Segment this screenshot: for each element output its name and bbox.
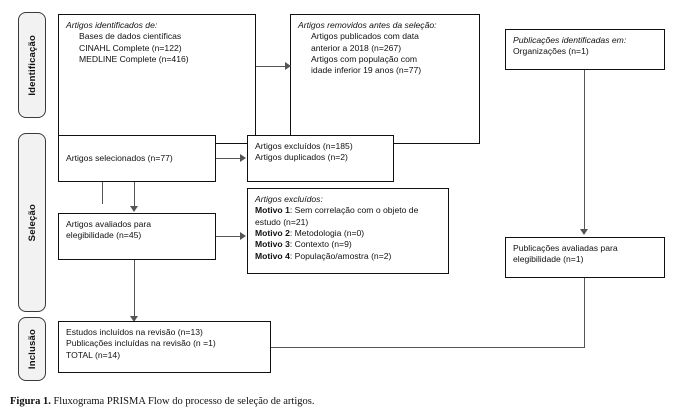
figure-caption-label: Figura 1.: [10, 396, 51, 407]
box-articles-screened: Artigos selecionados (n=77): [58, 135, 216, 182]
reason-2-text: : Metodologia (n=0): [289, 228, 365, 239]
eligibility-line-2: elegibilidade (n=45): [66, 230, 142, 241]
excluded-reason-2: Motivo 2: Metodologia (n=0): [255, 228, 441, 239]
reason-3-text: : Contexto (n=9): [289, 239, 352, 250]
excluded-reasons-title: Artigos excluídos:: [255, 194, 323, 204]
removed-line-4: idade inferior 19 anos (n=77): [311, 65, 422, 76]
box-articles-identified: Artigos identificados de: Bases de dados…: [58, 14, 256, 144]
stage-label-inclusao: Inclusão: [26, 328, 38, 370]
identified-line-1: Bases de dados científicas: [79, 31, 182, 42]
figure-caption-text: Fluxograma PRISMA Flow do processo de se…: [50, 396, 315, 407]
reason-1-label: Motivo 1: [255, 205, 290, 216]
reason-4-label: Motivo 4: [255, 250, 290, 261]
connector-eligibility-to-included: [134, 260, 136, 318]
arrowhead-identified-to-removed: [285, 62, 291, 70]
included-line-3: TOTAL (n=14): [66, 349, 121, 360]
arrowhead-screened-to-excluded: [240, 154, 246, 162]
stage-band-inclusao: Inclusão: [18, 317, 46, 381]
figure-caption: Figura 1. Fluxograma PRISMA Flow do proc…: [10, 396, 314, 407]
box-publications-identified: Publicações identificadas em: Organizaçõ…: [505, 29, 665, 70]
pub-identified-title: Publicações identificadas em:: [513, 35, 627, 45]
identified-line-2: CINAHL Complete (n=122): [79, 42, 182, 53]
pub-eligibility-line-2: elegibilidade (n=1): [513, 254, 584, 265]
removed-line-1: Artigos publicados com data: [311, 31, 419, 42]
excluded-reason-3: Motivo 3: Contexto (n=9): [255, 239, 441, 250]
connector-eligibility-to-reasons: [216, 236, 242, 238]
excluded-reason-1-cont: estudo (n=21): [255, 216, 309, 227]
stage-label-identificacao: Identificação: [26, 34, 38, 96]
arrowhead-eligibility-to-reasons: [240, 232, 246, 240]
box-articles-eligibility: Artigos avaliados para elegibilidade (n=…: [58, 213, 216, 260]
reason-3-label: Motivo 3: [255, 239, 290, 250]
included-line-1: Estudos incluídos na revisão (n=13): [66, 327, 203, 337]
eligibility-line-1: Artigos avaliados para: [66, 219, 152, 229]
reason-2-label: Motivo 2: [255, 228, 290, 239]
removed-line-3: Artigos com população com: [311, 54, 418, 65]
included-line-2: Publicações incluídas na revisão (n =1): [66, 338, 216, 349]
connector-screened-to-eligibility: [134, 182, 136, 208]
box-publications-eligibility: Publicações avaliadas para elegibilidade…: [505, 237, 665, 278]
stage-label-selecao: Seleção: [26, 203, 38, 242]
pub-identified-line-1: Organizações (n=1): [513, 46, 589, 57]
box-articles-removed: Artigos removidos antes da seleção: Arti…: [290, 14, 480, 144]
removed-line-2: anterior a 2018 (n=267): [311, 42, 402, 53]
excluded-reason-1: Motivo 1: Sem correlação com o objeto de: [255, 205, 441, 216]
stage-band-identificacao: Identificação: [18, 12, 46, 118]
removed-title: Artigos removidos antes da seleção:: [298, 20, 437, 30]
connector-screened-to-excluded: [216, 158, 242, 160]
connector-pub-identified-to-pub-eligibility: [584, 70, 586, 230]
connector-pub-eligibility-to-included: [271, 347, 585, 349]
arrowhead-eligibility-to-included: [130, 316, 138, 322]
reason-4-text: : População/amostra (n=2): [289, 250, 392, 261]
screened-line-1: Artigos selecionados (n=77): [66, 152, 173, 163]
excluded-reason-4: Motivo 4: População/amostra (n=2): [255, 251, 441, 262]
arrowhead-screened-to-eligibility: [130, 206, 138, 212]
connector-stub-under-screened: [102, 182, 104, 204]
connector-identified-to-removed: [256, 66, 288, 68]
arrowhead-pub-identified-to-pub-eligibility: [580, 229, 588, 235]
reason-1-text: : Sem correlação com o objeto de: [289, 205, 419, 216]
stage-band-selecao: Seleção: [18, 133, 46, 312]
pub-eligibility-line-1: Publicações avaliadas para: [513, 243, 618, 253]
connector-pub-eligibility-down: [584, 278, 586, 348]
box-excluded-reasons: Artigos excluídos: Motivo 1: Sem correla…: [247, 188, 449, 274]
box-excluded-duplicates: Artigos excluídos (n=185) Artigos duplic…: [247, 135, 394, 182]
excluded-dup-line-1: Artigos excluídos (n=185): [255, 141, 353, 151]
identified-title: Artigos identificados de:: [66, 20, 158, 30]
identified-line-3: MEDLINE Complete (n=416): [79, 54, 189, 65]
excluded-dup-line-2: Artigos duplicados (n=2): [255, 152, 348, 163]
box-studies-included: Estudos incluídos na revisão (n=13) Publ…: [58, 321, 271, 373]
